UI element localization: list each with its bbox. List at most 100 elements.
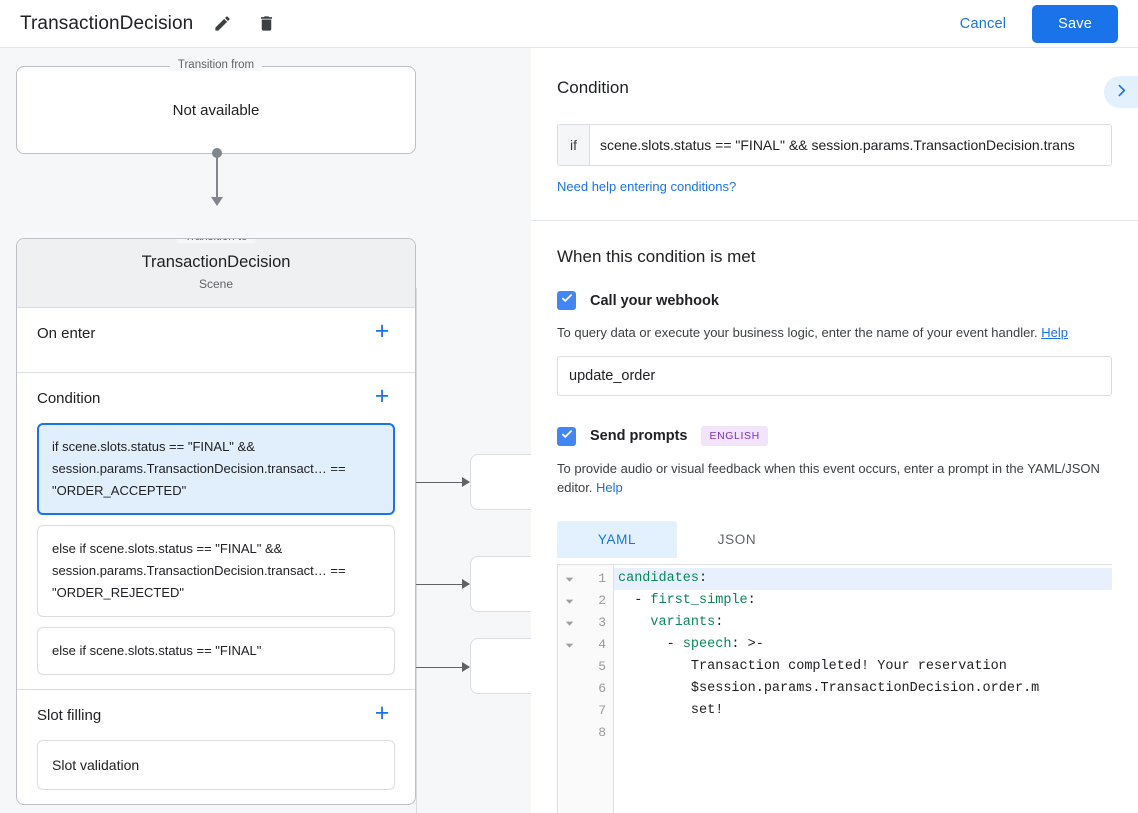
- pencil-icon: [213, 14, 232, 33]
- details-divider: [531, 220, 1138, 221]
- code-line: $session.params.TransactionDecision.orde…: [618, 681, 1040, 696]
- flow-connector: [211, 148, 223, 211]
- target-node-stub-1[interactable]: [470, 454, 531, 510]
- canvas-vertical-rule: [416, 288, 417, 813]
- section-on-enter-title: On enter: [37, 324, 96, 342]
- section-on-enter-head: On enter +: [37, 308, 395, 358]
- transition-to-node: Transition to TransactionDecision Scene …: [16, 238, 416, 805]
- connector-line: [216, 153, 218, 201]
- add-slot-filling-button[interactable]: +: [369, 701, 395, 728]
- condition-card[interactable]: else if scene.slots.status == "FINAL": [37, 627, 395, 675]
- edge-line-3: [397, 667, 469, 668]
- prompts-checkbox-row[interactable]: Send prompts ENGLISH: [557, 426, 1112, 446]
- line-number: 4: [598, 637, 606, 652]
- editor-format-tabs: YAML JSON: [557, 521, 1112, 558]
- edge-arrow-2: [462, 579, 470, 589]
- section-condition-head: Condition +: [37, 373, 395, 423]
- section-condition-title: Condition: [37, 389, 101, 407]
- edge-line-1: [397, 482, 469, 483]
- add-condition-button[interactable]: +: [369, 384, 395, 411]
- cancel-button[interactable]: Cancel: [948, 7, 1018, 41]
- fold-toggle-icon[interactable]: [558, 568, 580, 590]
- code-key: first_simple: [650, 593, 748, 608]
- chevron-right-icon: [1113, 82, 1130, 102]
- code-line: candidates:: [614, 568, 1112, 590]
- code-line: [614, 722, 1112, 744]
- webhook-description-text: To query data or execute your business l…: [557, 325, 1038, 340]
- scene-header[interactable]: TransactionDecision Scene: [17, 239, 415, 308]
- code-line: - first_simple:: [618, 593, 756, 608]
- add-on-enter-button[interactable]: +: [369, 319, 395, 346]
- condition-card[interactable]: else if scene.slots.status == "FINAL" &&…: [37, 525, 395, 617]
- flow-column: Transition from Not available Transition…: [16, 48, 416, 805]
- transition-from-node[interactable]: Transition from Not available: [16, 59, 416, 154]
- condition-help-link[interactable]: Need help entering conditions?: [557, 179, 737, 194]
- if-label: if: [558, 125, 590, 165]
- transition-from-legend: Transition from: [169, 59, 263, 71]
- scene-subtitle: Scene: [198, 277, 234, 291]
- target-node-stub-3[interactable]: [470, 638, 531, 694]
- code-line: set!: [618, 703, 724, 718]
- fold-toggle-icon[interactable]: [558, 590, 580, 612]
- app-header: TransactionDecision Cancel Save: [0, 0, 1138, 48]
- section-slot-filling-head: Slot filling +: [37, 690, 395, 740]
- edit-name-button[interactable]: [207, 9, 237, 39]
- flow-canvas[interactable]: Transition from Not available Transition…: [0, 48, 531, 813]
- transition-to-legend: Transition to: [176, 239, 256, 243]
- tab-json[interactable]: JSON: [677, 521, 797, 558]
- webhook-checkbox-label: Call your webhook: [590, 292, 719, 309]
- section-slot-filling: Slot filling + Slot validation: [17, 690, 415, 804]
- fold-toggle-icon[interactable]: [558, 634, 580, 656]
- editor-line-numbers: 1 2 3 4 5 6 7 8: [580, 565, 614, 813]
- prompts-help-link[interactable]: Help: [596, 480, 623, 495]
- tab-yaml[interactable]: YAML: [557, 521, 677, 558]
- when-condition-met-heading: When this condition is met: [557, 247, 756, 266]
- edge-line-2: [397, 584, 469, 585]
- scene-name: TransactionDecision: [141, 253, 291, 271]
- editor-code-area[interactable]: candidates: - first_simple: variants: - …: [614, 565, 1112, 813]
- condition-if-row[interactable]: if: [557, 124, 1112, 166]
- yaml-editor[interactable]: 1 2 3 4 5 6 7 8 candidates: - first_simp…: [557, 564, 1112, 813]
- code-key: variants: [650, 615, 716, 630]
- line-number: 1: [598, 571, 606, 586]
- target-node-stub-2[interactable]: [470, 556, 531, 612]
- line-number: 5: [598, 659, 606, 674]
- webhook-help-link[interactable]: Help: [1041, 325, 1068, 340]
- expand-panel-button[interactable]: [1104, 76, 1138, 108]
- trash-icon: [257, 14, 276, 33]
- code-line: - speech: >-: [618, 637, 764, 652]
- code-line: variants:: [650, 615, 724, 630]
- transition-from-title: Not available: [172, 101, 260, 119]
- prompts-checkbox[interactable]: [557, 426, 576, 446]
- save-button[interactable]: Save: [1032, 4, 1118, 43]
- condition-card-selected[interactable]: if scene.slots.status == "FINAL" && sess…: [37, 423, 395, 515]
- code-key: speech: [682, 637, 732, 652]
- webhook-description: To query data or execute your business l…: [557, 323, 1112, 342]
- line-number: 3: [598, 615, 606, 630]
- edge-arrow-3: [462, 662, 470, 672]
- condition-input[interactable]: [590, 125, 1111, 165]
- connector-arrow-icon: [211, 197, 223, 206]
- section-condition: Condition + if scene.slots.status == "FI…: [17, 373, 415, 690]
- slot-validation-card[interactable]: Slot validation: [37, 740, 395, 790]
- check-icon: [560, 291, 574, 310]
- prompts-description: To provide audio or visual feedback when…: [557, 459, 1109, 497]
- prompts-checkbox-label: Send prompts: [590, 428, 688, 444]
- line-number: 7: [598, 703, 606, 718]
- condition-block: Condition if Need help entering conditio…: [531, 48, 1138, 220]
- details-panel: Condition if Need help entering conditio…: [531, 48, 1138, 813]
- line-number: 6: [598, 681, 606, 696]
- prompts-description-text: To provide audio or visual feedback when…: [557, 461, 1100, 495]
- fold-toggle-icon[interactable]: [558, 612, 580, 634]
- section-slot-filling-title: Slot filling: [37, 706, 102, 724]
- event-handler-input[interactable]: [557, 356, 1112, 396]
- delete-button[interactable]: [251, 9, 281, 39]
- when-condition-met-block: When this condition is met Call your web…: [531, 221, 1138, 813]
- section-on-enter: On enter +: [17, 308, 415, 373]
- edge-arrow-1: [462, 477, 470, 487]
- webhook-checkbox-row[interactable]: Call your webhook: [557, 291, 1112, 310]
- webhook-checkbox[interactable]: [557, 291, 576, 310]
- editor-fold-column: [558, 565, 580, 813]
- condition-heading: Condition: [557, 78, 629, 97]
